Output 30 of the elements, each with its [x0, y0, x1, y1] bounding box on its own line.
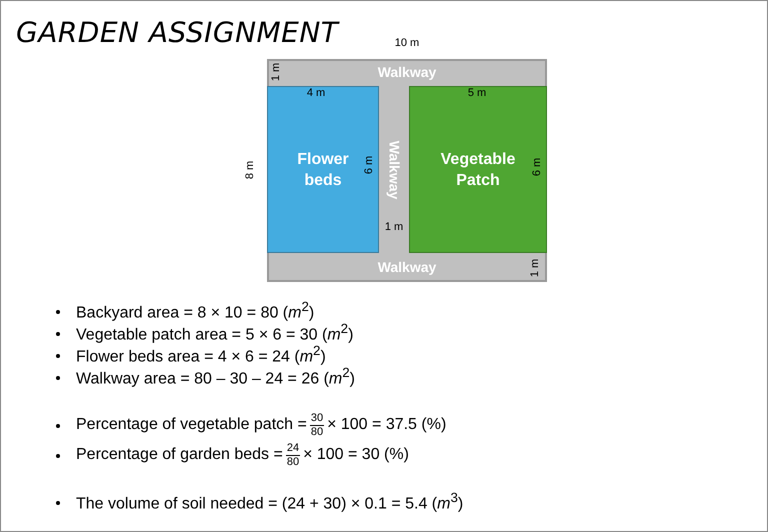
dimension-label: 6 m — [363, 156, 375, 174]
bullet-text: Flower beds area = 4 × 6 = 24 (m$^{2}$) — [76, 343, 326, 367]
bullet-text: Walkway area = 80 – 30 – 24 = 26 (m$^{2}$) — [76, 365, 355, 389]
dimension-label: 5 m — [468, 87, 486, 99]
fraction-numerator: 30 — [310, 412, 324, 426]
bullet-text: Backyard area = 8 × 10 = 80 (m$^{2}$) — [76, 299, 314, 323]
dimension-label: 8 m — [244, 160, 256, 180]
area-label: Vegetable Patch — [440, 150, 516, 190]
garden-plan — [267, 59, 547, 282]
vegetable-patch — [409, 86, 547, 253]
bullet-text: The volume of soil needed = (24 + 30) × 0.1 = 5.4 (m$^{3}$) — [76, 490, 464, 514]
flower-bed — [267, 86, 379, 253]
dimension-label: 4 m — [306, 87, 326, 99]
dimension-label: 1 m — [270, 62, 282, 82]
fraction-numerator: 24 — [286, 442, 300, 456]
bullet-text: Percentage of garden beds = — [76, 446, 283, 464]
bullet-text: Vegetable patch area = 5 × 6 = 30 (m$^{2}$) — [76, 321, 354, 345]
area-label: Walkway — [387, 140, 401, 199]
dimension-label: 10 m — [394, 37, 420, 49]
area-label: Walkway — [376, 258, 438, 277]
dimension-label: 1 m — [529, 258, 541, 278]
fraction-denominator: 80 — [286, 456, 300, 468]
title: GARDEN ASSIGNMENT — [16, 16, 338, 49]
fraction-denominator: 80 — [310, 426, 324, 438]
dimension-label: 1 m — [384, 221, 404, 233]
bullet-text: × 100 = 37.5 (%) — [327, 416, 446, 434]
dimension-label: 6 m — [531, 158, 543, 176]
bullet-text: × 100 = 30 (%) — [303, 446, 409, 464]
area-label: Walkway — [376, 63, 438, 82]
bullet-text: Percentage of vegetable patch = — [76, 416, 307, 434]
